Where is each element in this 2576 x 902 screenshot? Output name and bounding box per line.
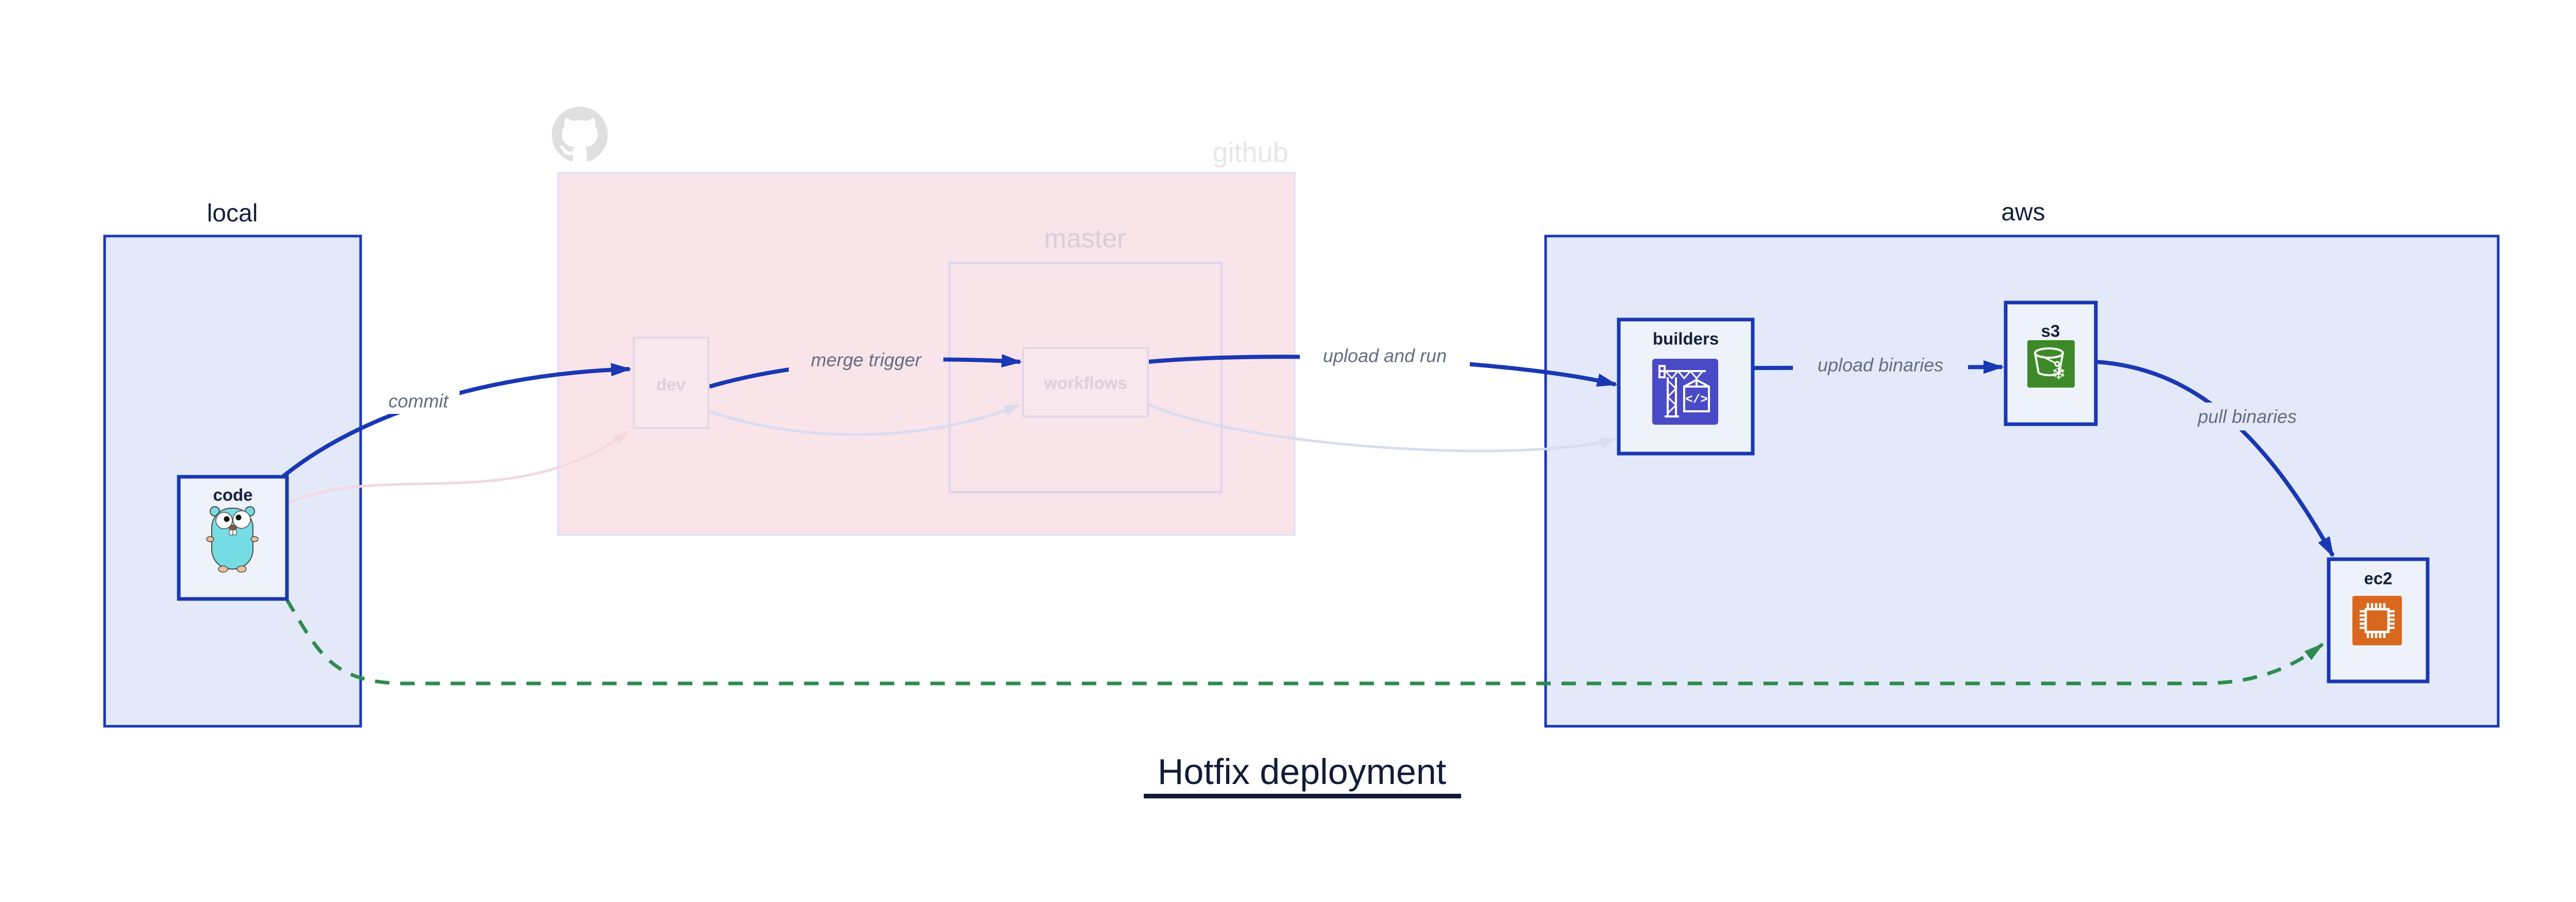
group-master-label: master [1044,224,1126,254]
group-aws-label: aws [2001,199,2045,226]
github-octocat-icon [552,107,608,162]
node-builders-label: builders [1653,329,1719,348]
edge-upload-binaries-label: upload binaries [1793,351,1968,379]
node-code-label: code [213,486,252,505]
title-underline [1144,794,1461,798]
node-ec2-label: ec2 [2364,569,2392,588]
node-s3-label: s3 [2041,322,2060,341]
svg-text:upload binaries: upload binaries [1818,355,1943,376]
group-local-label: local [207,200,258,227]
node-dev: dev [633,337,709,429]
go-gopher-icon [206,506,259,573]
node-dev-label: dev [656,375,686,394]
edge-hotfix-dashed [284,598,2325,686]
edge-pull-binaries-label: pull binaries [2170,403,2325,430]
node-code: code [177,475,289,601]
ec2-chip-icon [2352,596,2402,645]
edge-ghost-dev-workflows [709,404,1021,436]
node-builders: builders </> [1617,318,1755,456]
edge-merge-trigger-label: merge trigger [789,346,943,374]
edge-commit-label: commit [377,388,460,414]
svg-text:pull binaries: pull binaries [2197,406,2297,427]
node-workflows: workflows [1022,347,1149,417]
diagram-title: Hotfix deployment [1158,751,1446,792]
edge-ghost-workflows-builders [1147,403,1617,453]
node-ec2: ec2 [2327,557,2430,683]
codebuild-icon-glyph: </> [1685,393,1707,407]
node-s3: s3 ❄ [2004,300,2098,426]
s3-glacier-snowflake-glyph: ❄ [2052,364,2066,383]
node-workflows-label: workflows [1043,374,1127,393]
edge-upload-and-run-label: upload and run [1300,342,1470,370]
edge-ghost-code-dev [288,430,629,504]
svg-text:upload and run: upload and run [1323,345,1447,366]
svg-text:merge trigger: merge trigger [811,349,922,371]
s3-glacier-icon: ❄ [2027,340,2075,388]
codebuild-icon: </> [1652,359,1718,425]
svg-text:commit: commit [388,391,449,412]
group-github-label: github [1212,137,1288,168]
